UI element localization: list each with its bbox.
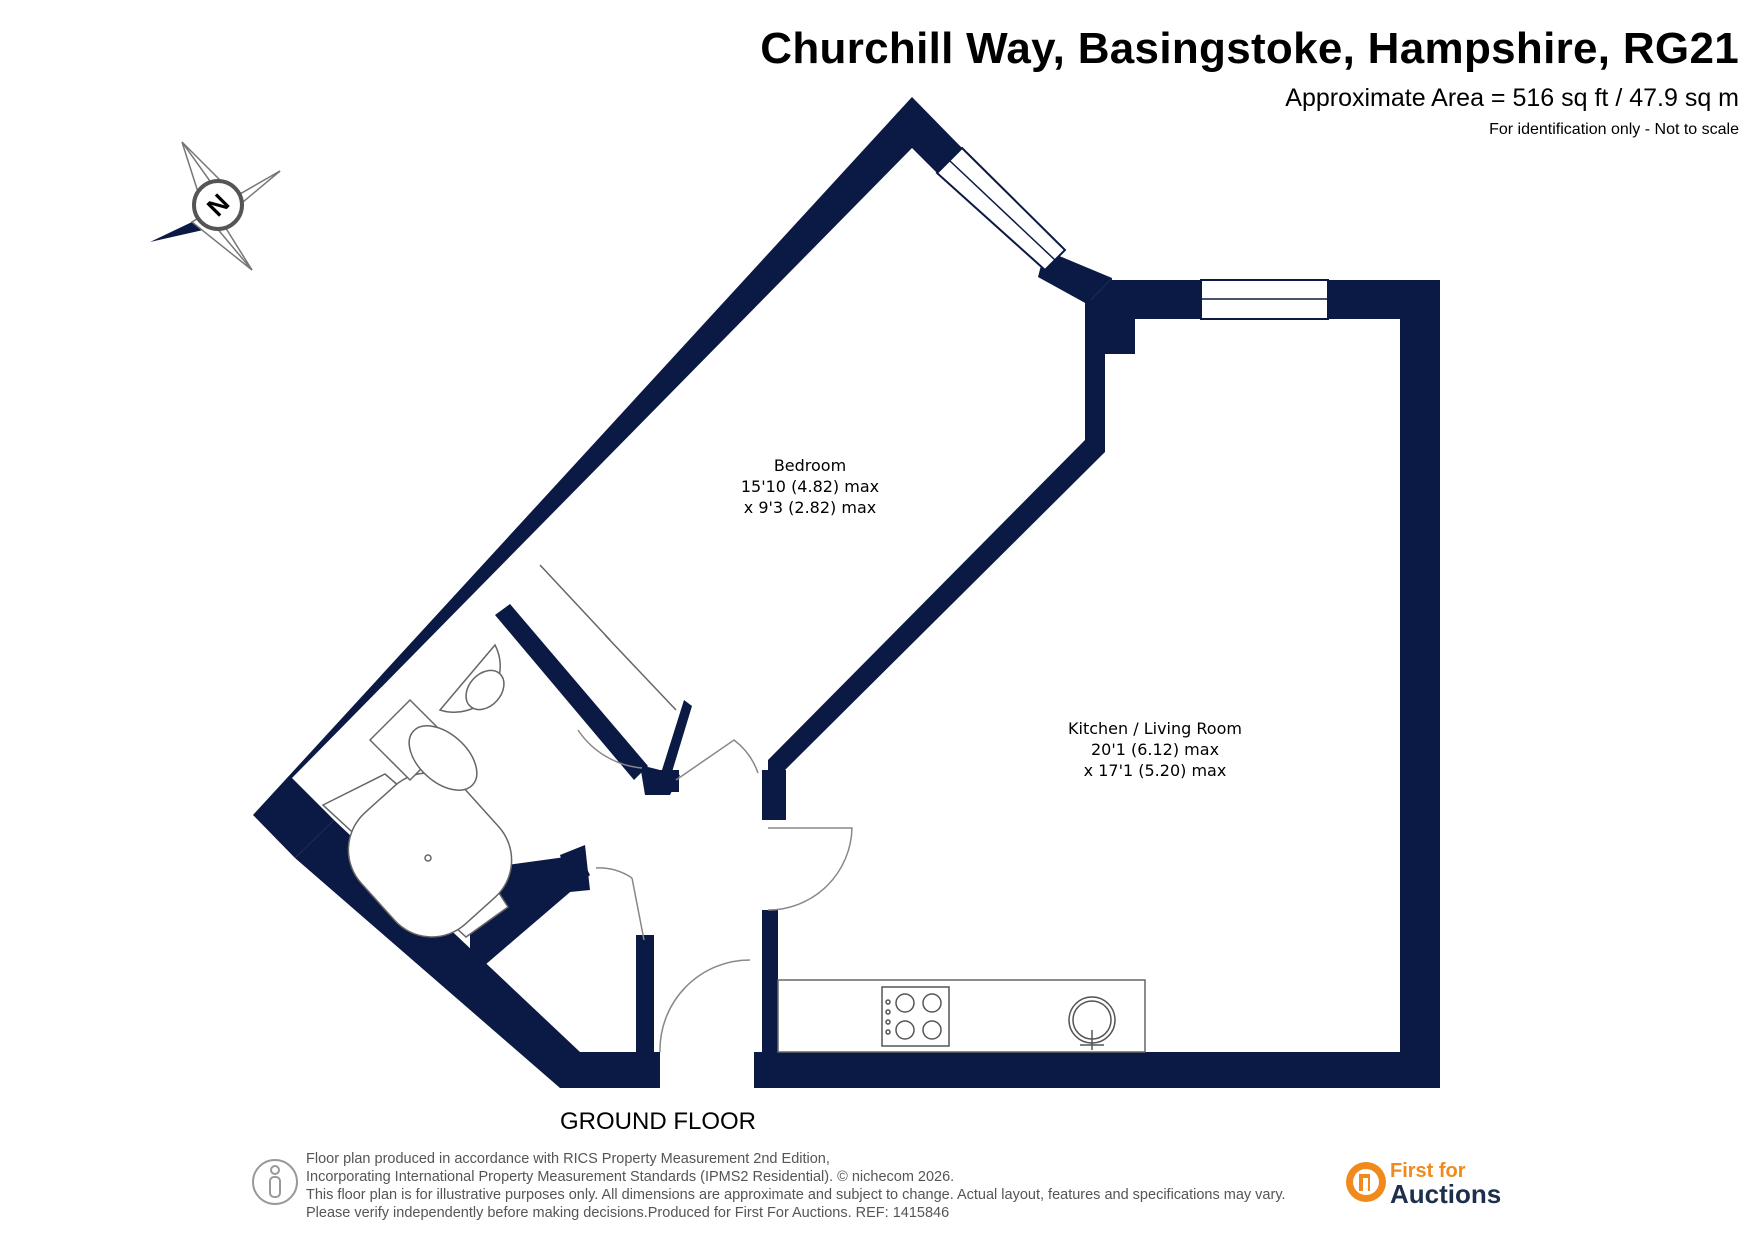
logo-line1: First for (1390, 1160, 1466, 1182)
compass-icon: N (150, 141, 281, 271)
kitchen-label: Kitchen / Living Room 20'1 (6.12) max x … (1025, 718, 1285, 781)
footer-line: This floor plan is for illustrative purp… (306, 1187, 1286, 1203)
identification-note: For identification only - Not to scale (1489, 121, 1739, 138)
kitchen-dim2: x 17'1 (5.20) max (1083, 761, 1227, 780)
footer-line: Incorporating International Property Mea… (306, 1169, 955, 1185)
door-swings (577, 729, 853, 1053)
footer-line: Please verify independently before makin… (306, 1205, 950, 1221)
approximate-area: Approximate Area = 516 sq ft / 47.9 sq m (1285, 84, 1739, 112)
window-bedroom (935, 146, 1067, 272)
kitchen-name: Kitchen / Living Room (1068, 719, 1242, 738)
logo-line2: Auctions (1390, 1179, 1502, 1209)
person-info-icon (252, 1159, 298, 1205)
walls (253, 97, 1440, 1088)
first-for-auctions-logo-icon (1346, 1162, 1386, 1202)
kitchen-sink-icon (1068, 996, 1116, 1050)
floor-label: GROUND FLOOR (560, 1108, 757, 1135)
bedroom-dim2: x 9'3 (2.82) max (743, 498, 877, 517)
bedroom-dim1: 15'10 (4.82) max (740, 477, 880, 496)
page-title: Churchill Way, Basingstoke, Hampshire, R… (760, 24, 1739, 73)
footer-disclaimer: Floor plan produced in accordance with R… (306, 1150, 1286, 1222)
logo-text: First for Auctions (1390, 1160, 1502, 1209)
kitchen-dim1: 20'1 (6.12) max (1090, 740, 1220, 759)
hob-icon (881, 986, 950, 1047)
bedroom-label: Bedroom 15'10 (4.82) max x 9'3 (2.82) ma… (710, 455, 910, 518)
sink-icon (438, 643, 505, 713)
bedroom-name: Bedroom (773, 456, 847, 475)
toilet-icon (368, 698, 478, 791)
bath-icon (321, 772, 513, 938)
wardrobe-doors (539, 564, 677, 711)
footer-line: Floor plan produced in accordance with R… (306, 1151, 830, 1167)
window-kitchen (1200, 279, 1329, 320)
